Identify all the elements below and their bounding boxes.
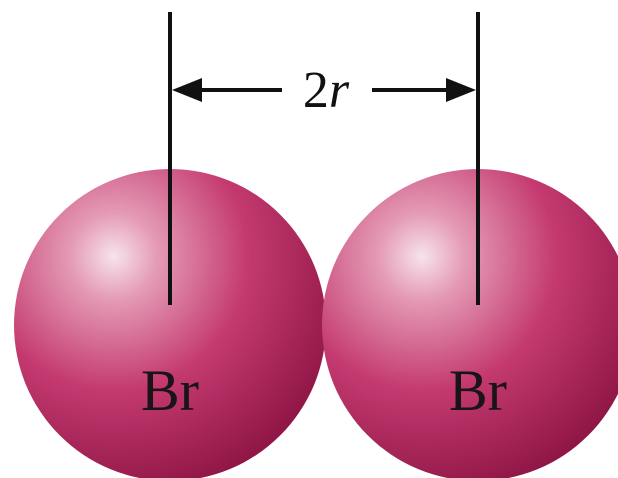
arrow-head-right — [446, 78, 476, 102]
distance-symbol: r — [329, 62, 350, 119]
atom-left: Br — [14, 169, 326, 478]
arrow-head-left — [172, 78, 202, 102]
atom-label-left: Br — [141, 358, 199, 423]
atom-sphere-right — [322, 169, 618, 478]
atom-label-right: Br — [449, 358, 507, 423]
atom-right: Br — [322, 169, 618, 478]
distance-label: 2r — [303, 62, 350, 119]
atom-sphere-left — [14, 169, 326, 478]
distance-arrow — [172, 78, 476, 102]
distance-coefficient: 2 — [303, 62, 329, 119]
